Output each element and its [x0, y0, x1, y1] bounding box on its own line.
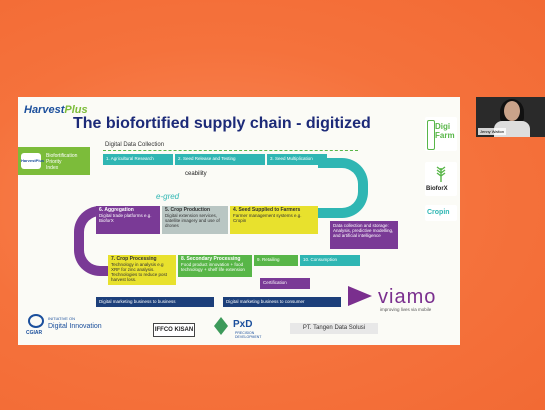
hp-index-box: HarvestPlus Biofortification Priority In…	[18, 147, 90, 175]
digifarm-logo: Digi Farm	[425, 117, 457, 151]
cgiar-emblem-icon	[28, 314, 44, 328]
data-collection-box: Data collection and storage: Analysis, p…	[330, 221, 398, 249]
ofb-logo: e-gred	[156, 192, 180, 201]
stage-seed-release: 2. Seed Release and Testing	[175, 154, 265, 165]
stage-seed-multiplication: 3. Seed Multiplication	[267, 154, 327, 165]
iffco-kisan-logo: IFFCO KISAN	[153, 323, 195, 337]
snake-curve-right	[318, 158, 368, 218]
wheat-icon	[435, 164, 447, 182]
hp-index-line3: Index	[46, 165, 59, 171]
stage-consumption: 10. Consumption	[300, 255, 360, 266]
shared-slide: HarvestPlus The biofortified supply chai…	[18, 97, 460, 345]
digital-innovation-label: Digital Innovation	[48, 323, 102, 330]
slide-title: The biofortified supply chain - digitize…	[73, 115, 371, 132]
stage-agricultural-research: 1. Agricultural Research	[103, 154, 173, 165]
harvestplus-logo: HarvestPlus	[24, 104, 88, 116]
cropin-logo: Cropin	[425, 205, 457, 221]
viamo-triangle-logo	[348, 286, 372, 306]
cgiar-label: CGIAR	[26, 330, 43, 336]
tangen-data-logo: PT. Tangen Data Solusi	[290, 323, 378, 334]
cgiar-initiative: INITIATIVE ON	[48, 316, 76, 321]
presenter-face	[504, 101, 520, 121]
digital-data-collection-label: Digital Data Collection	[105, 142, 165, 148]
viamo-logo: viamo	[378, 286, 437, 308]
pxd-logo: PxD	[233, 319, 253, 330]
phone-icon	[427, 120, 435, 150]
pxd-leaf-icon	[214, 317, 228, 335]
bioforx-logo: BioforX	[425, 162, 457, 196]
traceability-label: ceability	[185, 171, 207, 177]
hp-index-logo: HarvestPlus	[21, 153, 44, 169]
viamo-tagline: improving lives via mobile	[380, 307, 432, 312]
marketing-b2b-arrow: Digital marketing business to business	[96, 297, 214, 307]
hp-index-line2: Priority	[46, 159, 62, 165]
presenter-name: Jenny Walton	[478, 128, 507, 135]
certification-box: Certification	[260, 278, 310, 289]
marketing-b2c-arrow: Digital marketing business to consumer	[223, 297, 341, 307]
stage-retailing: 9. Retailing	[254, 255, 298, 266]
hp-index-line1: Biofortification	[46, 153, 78, 159]
presenter-video-tile[interactable]: Jenny Walton	[476, 97, 545, 137]
